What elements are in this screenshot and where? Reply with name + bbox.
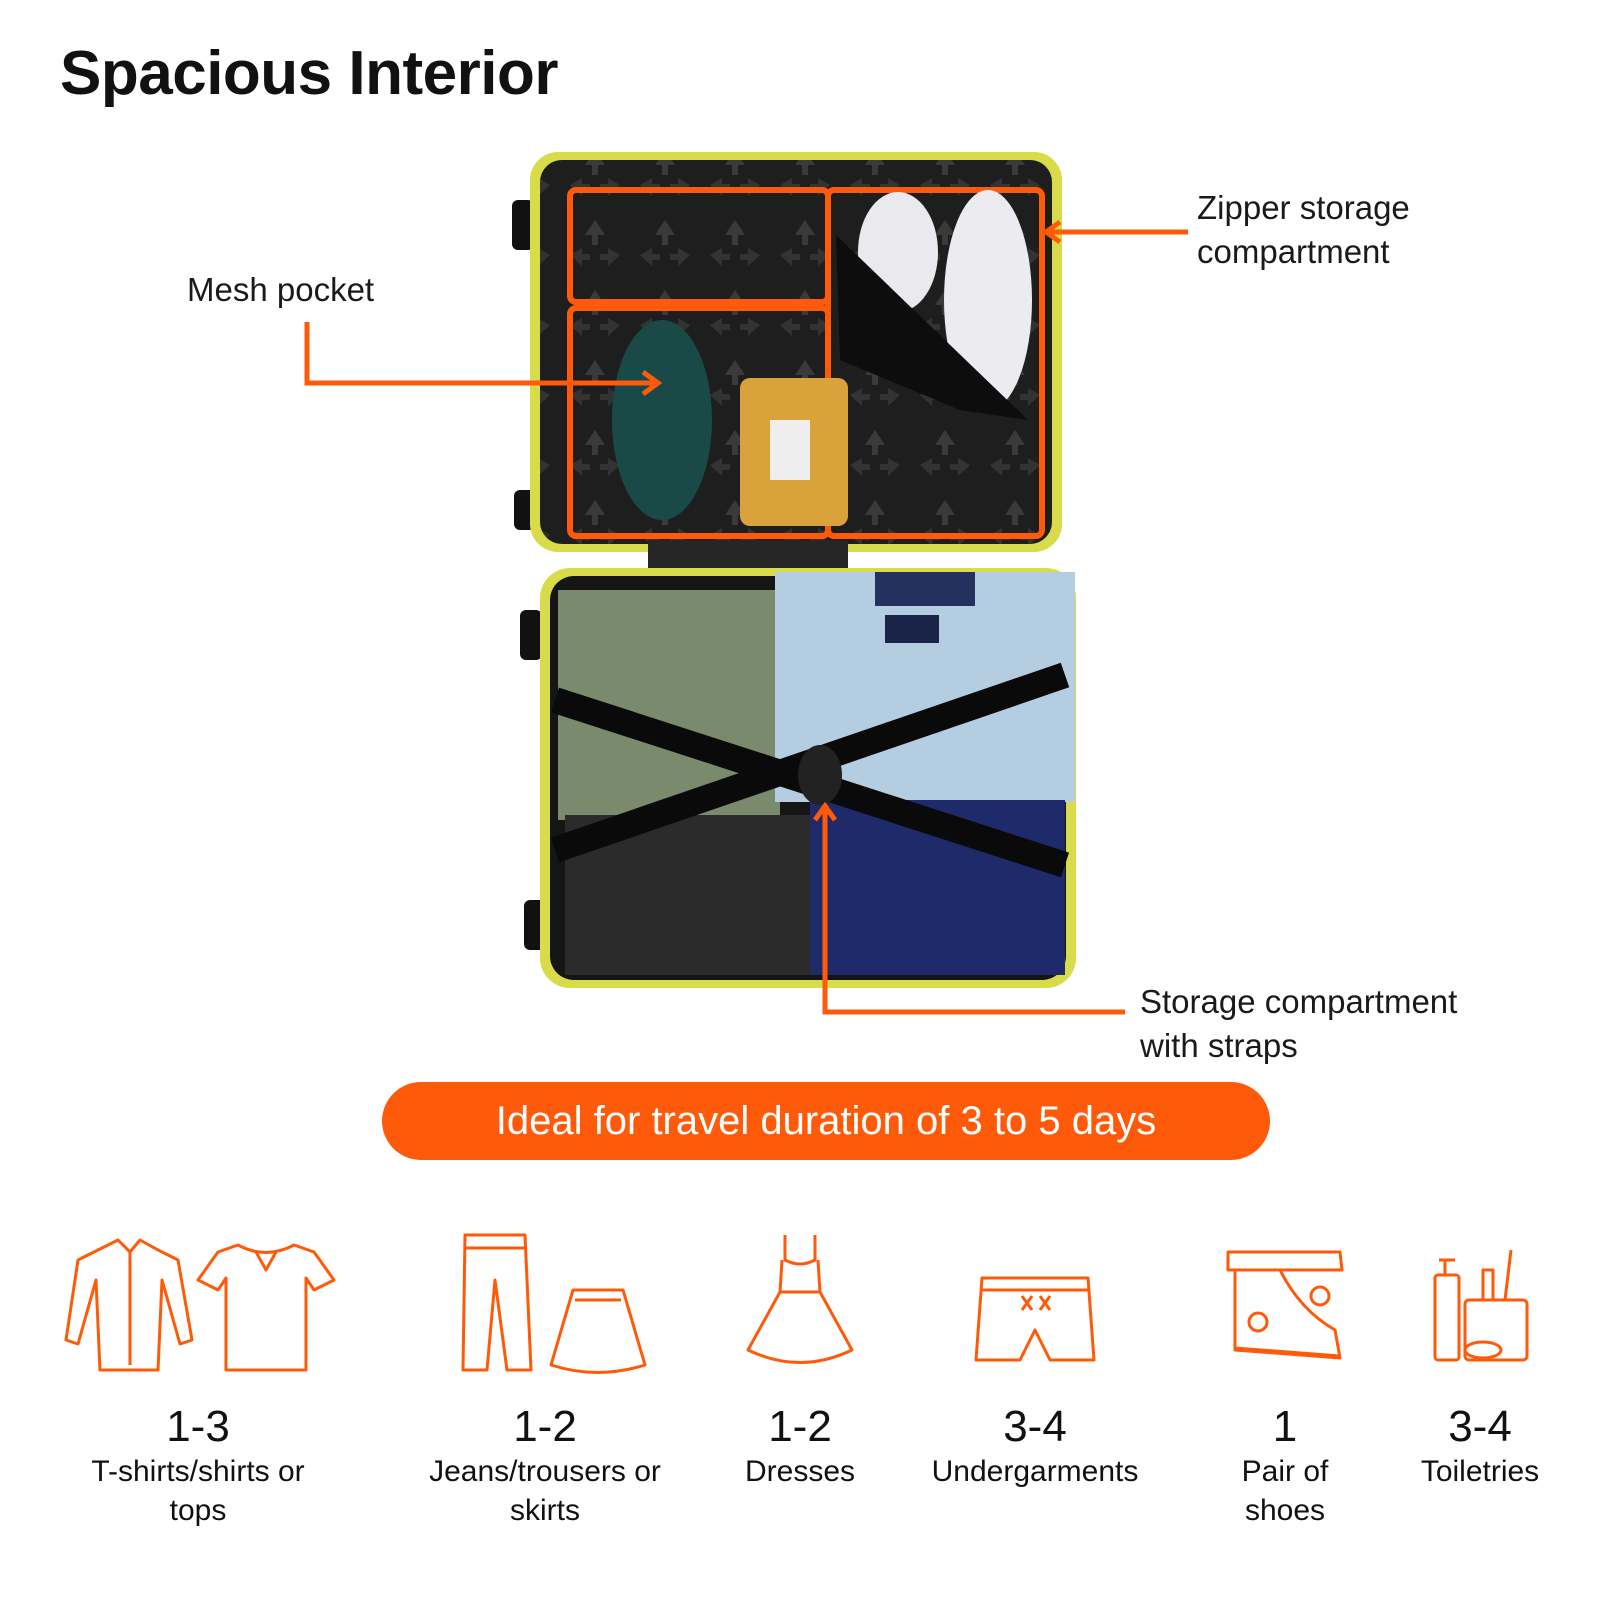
callout-straps-storage: Storage compartment with straps	[1140, 980, 1457, 1068]
item-label-line2: tops	[169, 1494, 227, 1527]
trousers-icon	[461, 1233, 647, 1374]
callout-mesh-pocket-line: Mesh pocket	[187, 271, 375, 308]
packing-item-tops: 1-3 T-shirts/shirts or tops	[48, 1230, 348, 1530]
packing-item-bottoms: 1-2 Jeans/trousers or skirts	[395, 1230, 695, 1530]
item-qty: 3-4	[1448, 1402, 1512, 1451]
toiletries-icon	[1433, 1249, 1529, 1362]
item-label: Undergarments	[905, 1452, 1165, 1491]
item-label-line1: Toiletries	[1420, 1455, 1540, 1488]
packing-item-shoes: 1 Pair of shoes	[1185, 1230, 1385, 1530]
item-label-line1: Jeans/trousers or	[429, 1455, 661, 1488]
shoe-right	[944, 190, 1032, 410]
item-label: Jeans/trousers or skirts	[395, 1452, 695, 1530]
item-label-line2: skirts	[510, 1494, 580, 1527]
item-label: Toiletries	[1385, 1452, 1575, 1491]
callout-straps-line1: Storage compartment	[1140, 983, 1458, 1020]
callout-straps-line2: with straps	[1140, 1027, 1298, 1064]
callout-zipper-storage: Zipper storage compartment	[1197, 186, 1410, 274]
callout-zipper-line2: compartment	[1197, 233, 1390, 270]
item-qty: 1	[1272, 1402, 1298, 1451]
item-label-line2: shoes	[1244, 1494, 1326, 1527]
packing-item-dresses: 1-2 Dresses	[710, 1230, 890, 1491]
item-qty: 1-2	[768, 1402, 832, 1451]
item-label-line1: Undergarments	[931, 1455, 1139, 1488]
packing-item-toiletries: 3-4 Toiletries	[1385, 1230, 1575, 1491]
item-qty: 1-3	[166, 1402, 230, 1451]
item-qty: 3-4	[1003, 1402, 1067, 1451]
callout-mesh-pocket: Mesh pocket	[187, 268, 374, 312]
item-label-line1: Pair of	[1241, 1455, 1329, 1488]
packing-item-undergarments: 3-4 Undergarments	[905, 1230, 1165, 1491]
eye-mask	[612, 320, 712, 520]
suitcase-top-lid	[530, 152, 1062, 552]
callout-lines	[304, 219, 1188, 1015]
item-label-line1: T-shirts/shirts or	[91, 1455, 305, 1488]
suitcase-illustration	[304, 152, 1188, 1015]
callout-zipper-line1: Zipper storage	[1197, 189, 1410, 226]
item-label: T-shirts/shirts or tops	[48, 1452, 348, 1530]
undergarment-icon	[974, 1276, 1096, 1362]
item-qty: 1-2	[513, 1402, 577, 1451]
item-label: Pair of shoes	[1185, 1452, 1385, 1530]
suitcase-bottom-base	[540, 568, 1076, 988]
item-label: Dresses	[710, 1452, 890, 1491]
page-title: Spacious Interior	[60, 39, 558, 108]
item-label-line1: Dresses	[744, 1455, 856, 1488]
sneaker-icon	[1226, 1250, 1344, 1360]
shirt-icon	[64, 1238, 336, 1372]
dress-icon	[746, 1235, 854, 1364]
travel-duration-banner: Ideal for travel duration of 3 to 5 days	[382, 1082, 1270, 1160]
